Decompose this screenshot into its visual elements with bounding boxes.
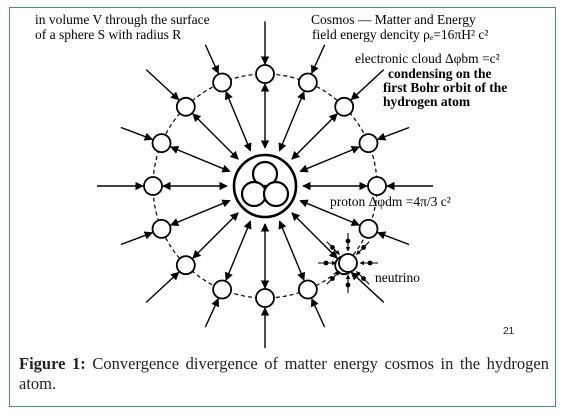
label-volume-line1: in volume V through the surface: [35, 12, 210, 27]
label-electron-line1: electronic cloud Δφbm =c²: [355, 51, 500, 66]
exchange-arrow: [291, 113, 338, 160]
neutrino-dot: [345, 238, 351, 244]
orbit-particle: [297, 279, 318, 300]
neutrino-cluster: [318, 233, 378, 293]
incoming-arrow: [204, 297, 219, 328]
exchange-arrow: [224, 220, 252, 282]
incoming-arrow: [350, 271, 385, 303]
incoming-arrow: [145, 271, 180, 303]
orbit-particle: [358, 218, 379, 239]
incoming-arrow: [376, 231, 410, 246]
exchange-arrow: [278, 90, 306, 152]
incoming-arrow: [120, 231, 154, 246]
label-neutrino: neutrino: [375, 270, 420, 285]
label-cosmos-line2: field energy dencity ρₑ=16πH² c²: [312, 27, 489, 42]
label-electron-line2: condensing on the: [388, 66, 492, 81]
incoming-arrow: [311, 44, 326, 75]
orbit-particle: [175, 96, 196, 117]
neutrino-dot: [361, 245, 366, 250]
incoming-arrow: [204, 44, 219, 75]
label-proton: proton Δφdm =4π/3 c²: [330, 194, 451, 209]
orbit-particle: [151, 218, 172, 239]
neutrino-dot: [330, 245, 335, 250]
exchange-arrow: [291, 212, 338, 259]
exchange-arrow: [299, 145, 361, 173]
orbit-particle: [255, 288, 275, 308]
figure-caption: Figure 1: Convergence divergence of matt…: [19, 354, 549, 394]
label-electron-line4: hydrogen atom: [383, 94, 471, 109]
exchange-arrow: [278, 220, 306, 282]
orbit-particle: [358, 133, 379, 154]
label-volume-line2: of a sphere S with radius R: [35, 27, 182, 42]
nucleus: [232, 153, 298, 219]
neutrino-dot: [345, 282, 351, 288]
orbit-particle: [151, 133, 172, 154]
neutrino-dot: [330, 276, 335, 281]
orbit-particle: [297, 72, 318, 93]
hydrogen-atom-diagram: [97, 21, 433, 348]
incoming-arrow: [311, 297, 326, 328]
incoming-arrow: [145, 69, 180, 101]
exchange-arrow: [192, 212, 239, 259]
orbit-particle: [212, 279, 233, 300]
orbit-particle: [255, 64, 275, 84]
neutrino-dot: [367, 260, 373, 266]
orbit-particle: [334, 96, 355, 117]
incoming-arrow: [350, 69, 385, 101]
exchange-arrow: [224, 90, 252, 152]
label-cosmos-line1: Cosmos — Matter and Energy: [311, 12, 476, 27]
caption-label: Figure 1:: [19, 354, 86, 373]
exchange-arrow: [169, 199, 231, 227]
incoming-arrow: [376, 126, 410, 141]
page-number: 21: [503, 326, 515, 337]
exchange-arrow: [169, 145, 231, 173]
orbit-particle: [367, 176, 387, 196]
incoming-arrow: [120, 126, 154, 141]
neutrino-dot: [361, 276, 366, 281]
orbit-particle: [143, 176, 163, 196]
orbit-particles: [143, 64, 387, 308]
radial-rays: [97, 21, 433, 348]
caption-text: Convergence divergence of matter energy …: [19, 354, 549, 393]
orbit-particle: [175, 255, 196, 276]
label-electron-line3: first Bohr orbit of the: [383, 80, 508, 95]
orbit-particle: [212, 72, 233, 93]
exchange-arrow: [192, 113, 239, 160]
neutrino-dot: [323, 260, 329, 266]
